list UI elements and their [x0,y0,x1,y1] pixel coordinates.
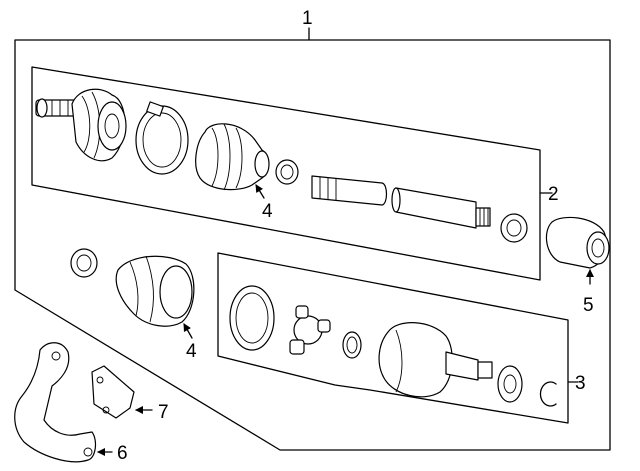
callout-4-upper: 4 [262,201,273,222]
shaft-end-clamp [500,213,528,243]
assembly-outline [14,39,611,451]
callout-5: 5 [583,295,594,316]
group-2-outline [31,66,541,281]
callout-4-lower: 4 [186,341,197,362]
snap-ring-small [342,331,362,359]
callout-1: 1 [302,8,313,29]
inner-boot-clamp [70,248,98,278]
mounting-bracket [14,342,97,463]
outer-cv-joint [35,88,127,162]
bushing [545,216,610,269]
callout-6: 6 [117,443,128,464]
leader-4-upper [255,184,265,199]
tripod-spider [289,305,331,355]
group-3-outline [217,252,569,424]
inner-cv-housing [378,322,493,398]
callout-2: 2 [548,184,559,205]
inner-boot [115,255,195,327]
inner-boot-ring [229,285,275,351]
callout-7: 7 [158,402,169,423]
small-clamp [275,159,299,185]
seal-washer [497,365,523,403]
boot-clamp-ring [135,101,189,175]
bracket-plate [91,365,135,419]
outer-boot [195,123,270,191]
retaining-clip [539,381,557,407]
callout-3: 3 [575,373,586,394]
leader-4-lower [183,323,193,339]
half-shaft [311,175,491,229]
